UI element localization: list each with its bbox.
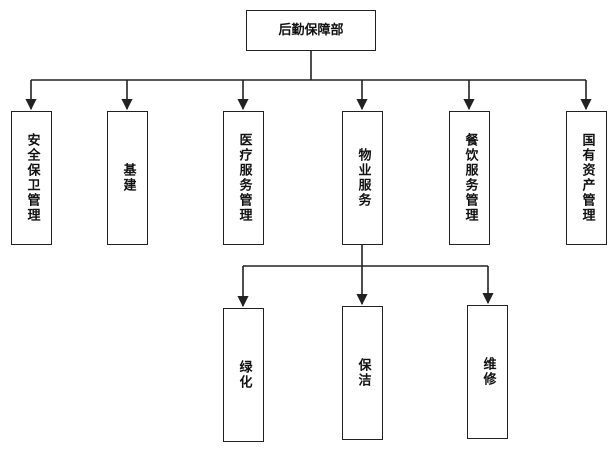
- root-node-logistics-dept: 后勤保障部: [246, 10, 376, 51]
- dept-node-property: 物业服务: [342, 111, 383, 245]
- dept-node-label: 餐饮服务管理: [462, 133, 478, 223]
- dept-node-label: 基建: [120, 163, 136, 193]
- dept-node-construction: 基建: [107, 111, 148, 245]
- dept-node-medical: 医疗服务管理: [223, 111, 264, 245]
- dept-node-label: 医疗服务管理: [236, 133, 252, 223]
- root-node-label: 后勤保障部: [278, 22, 344, 38]
- sub-node-label: 绿化: [236, 360, 252, 390]
- sub-node-label: 保洁: [355, 358, 371, 388]
- sub-node-label: 维修: [480, 357, 496, 387]
- dept-node-security: 安全保卫管理: [11, 111, 52, 245]
- dept-node-label: 国有资产管理: [579, 133, 595, 223]
- dept-node-catering: 餐饮服务管理: [449, 111, 490, 245]
- sub-node-greening: 绿化: [223, 308, 264, 442]
- sub-node-maintenance: 维修: [467, 305, 508, 439]
- dept-node-label: 物业服务: [355, 148, 371, 208]
- dept-node-state-assets: 国有资产管理: [566, 111, 607, 245]
- sub-node-cleaning: 保洁: [342, 306, 383, 440]
- dept-node-label: 安全保卫管理: [24, 133, 40, 223]
